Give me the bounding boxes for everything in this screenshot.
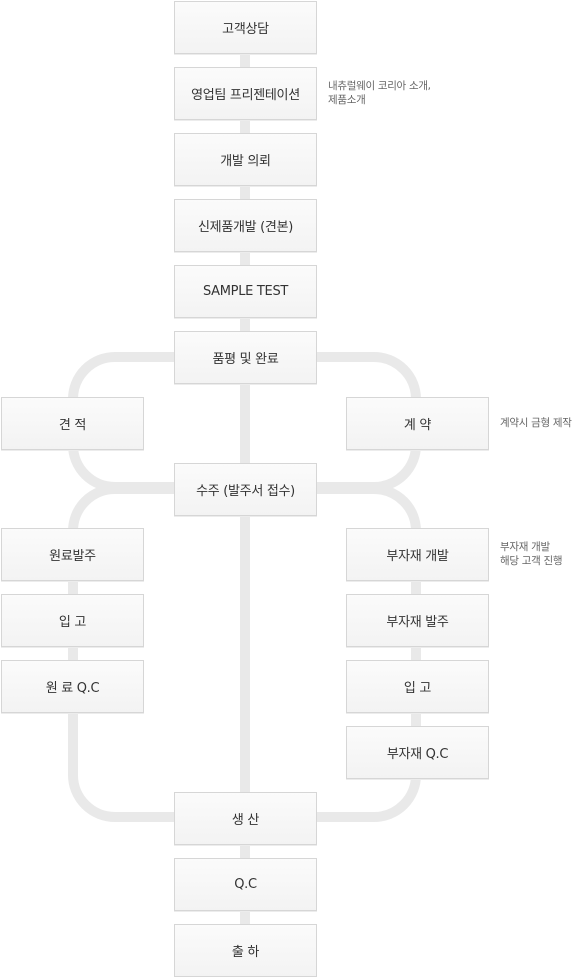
step-qc: Q.C <box>174 858 317 911</box>
step-raw-order: 원료발주 <box>1 528 144 581</box>
step-material-order: 부자재 발주 <box>346 594 489 647</box>
step-production: 생 산 <box>174 792 317 845</box>
step-material-qc: 부자재 Q.C <box>346 726 489 779</box>
step-development-request: 개발 의뢰 <box>174 133 317 186</box>
step-raw-qc: 원 료 Q.C <box>1 660 144 713</box>
note-presentation: 내츄럴웨이 코리아 소개, 제품소개 <box>328 79 431 107</box>
step-material-receiving: 입 고 <box>346 660 489 713</box>
step-consult: 고객상담 <box>174 1 317 54</box>
step-order-receipt: 수주 (발주서 접수) <box>174 463 317 516</box>
step-raw-receiving: 입 고 <box>1 594 144 647</box>
note-presentation-line1: 내츄럴웨이 코리아 소개, <box>328 80 431 92</box>
note-material: 부자재 개발 해당 고객 진행 <box>500 540 563 568</box>
step-material-dev: 부자재 개발 <box>346 528 489 581</box>
note-material-line1: 부자재 개발 <box>500 541 550 553</box>
note-contract: 계약시 금형 제작 <box>500 417 572 429</box>
step-estimate: 견 적 <box>1 397 144 450</box>
step-sample-test: SAMPLE TEST <box>174 265 317 318</box>
step-new-product: 신제품개발 (견본) <box>174 199 317 252</box>
step-contract: 계 약 <box>346 397 489 450</box>
step-presentation: 영업팀 프리젠테이션 <box>174 67 317 120</box>
step-evaluation: 품평 및 완료 <box>174 331 317 384</box>
note-material-line2: 해당 고객 진행 <box>500 555 563 567</box>
step-shipment: 출 하 <box>174 924 317 977</box>
note-presentation-line2: 제품소개 <box>328 94 366 106</box>
